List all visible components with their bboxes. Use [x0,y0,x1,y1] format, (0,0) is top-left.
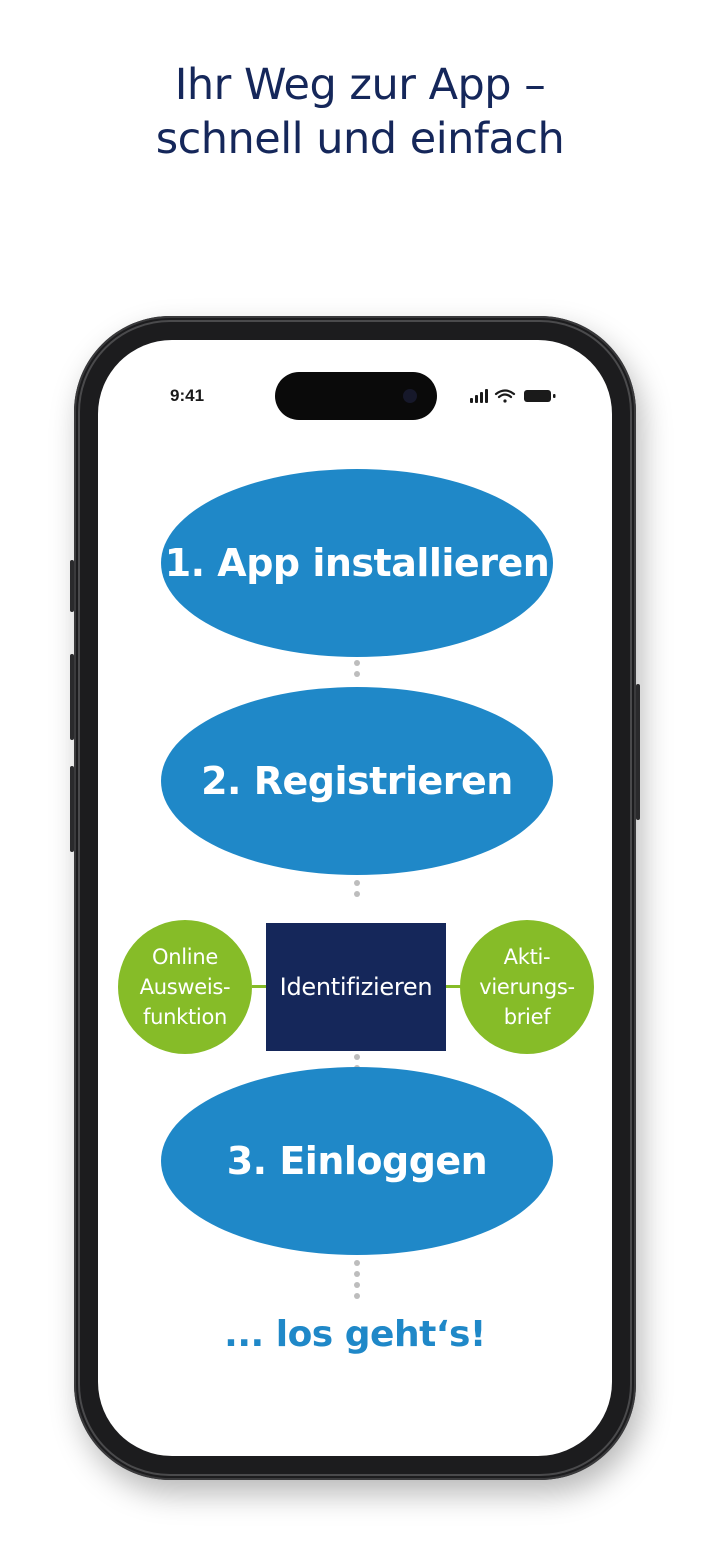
battery-icon [524,390,556,402]
step-login: 3. Einloggen [161,1067,553,1255]
page-headline: Ihr Weg zur App – schnell und einfach [0,58,720,166]
connector-dots [354,880,360,902]
option-letter-line-3: brief [503,1005,551,1029]
volume-down-button [70,766,74,852]
option-letter-line-2: vierungs- [479,975,575,999]
power-button [636,684,640,820]
step-install-app: 1. App installieren [161,469,553,657]
connector-dots [354,1260,360,1304]
connector-line-right [446,985,462,988]
phone-mockup: 9:41 1. App installieren 2. Registr [70,316,640,1480]
connector-line-left [252,985,266,988]
action-button [70,560,74,612]
connector-dots [354,660,360,682]
front-camera-icon [403,389,417,403]
cellular-signal-icon [470,389,488,403]
step-register: 2. Registrieren [161,687,553,875]
status-time: 9:41 [170,386,205,405]
option-letter-line-1: Akti- [503,945,551,969]
phone-screen: 9:41 1. App installieren 2. Registr [98,340,612,1456]
headline-line-1: Ihr Weg zur App – [174,60,546,110]
lets-go-text: ... los geht‘s! [224,1314,486,1355]
dynamic-island [275,372,437,420]
option-online-line-3: funktion [143,1005,227,1029]
option-online-line-2: Ausweis- [139,975,231,999]
status-icons [470,389,556,403]
identify-box: Identifizieren [266,923,446,1051]
option-online-line-1: Online [152,945,218,969]
wifi-icon [494,389,516,403]
option-activation-letter: Akti- vierungs- brief [460,920,594,1054]
volume-up-button [70,654,74,740]
option-online-id-function: Online Ausweis- funktion [118,920,252,1054]
headline-line-2: schnell und einfach [155,114,565,164]
